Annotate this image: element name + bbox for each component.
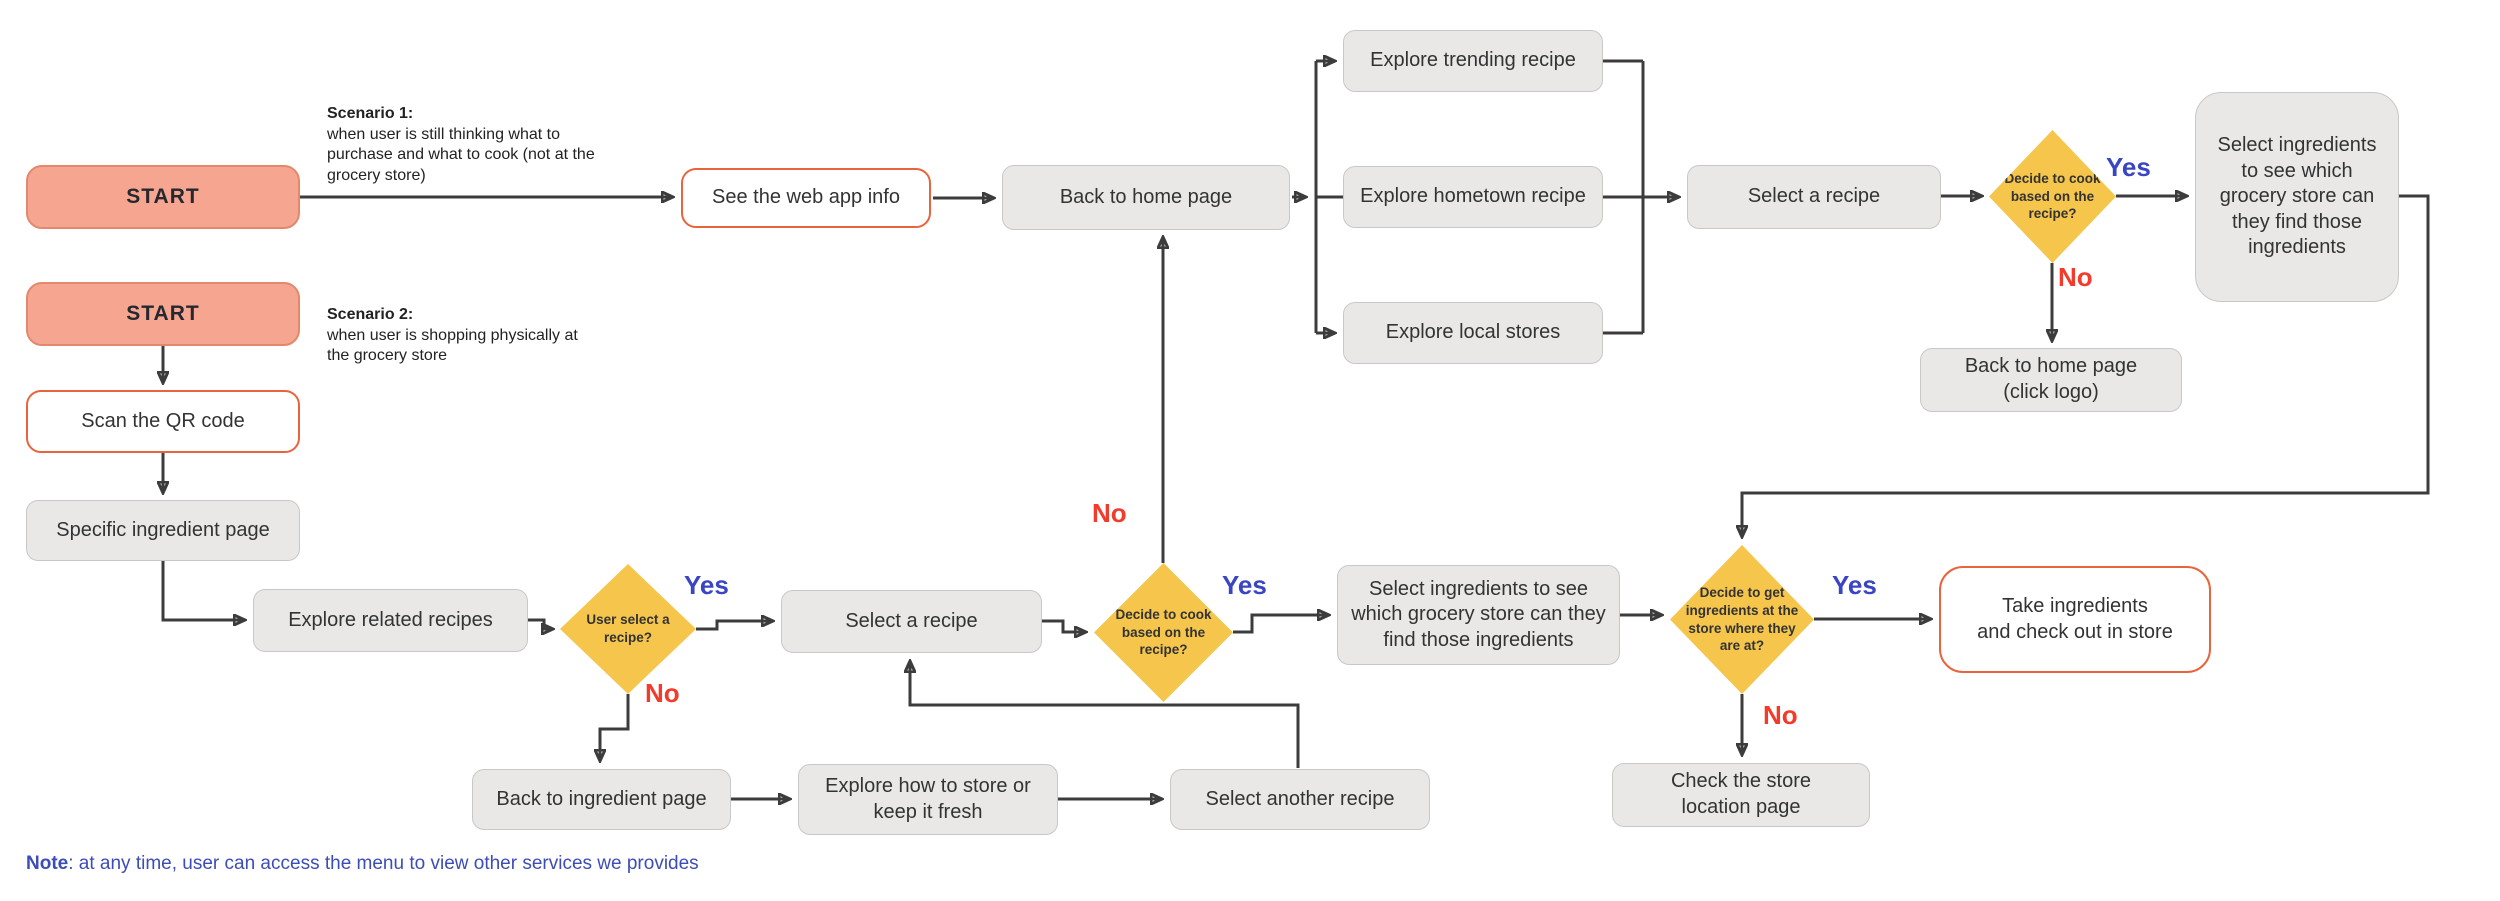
note-body: : at any time, user can access the menu … [68,853,699,874]
node-back-to-ingredient-page[interactable]: Back to ingredient page [472,769,731,830]
node-explore-local-stores[interactable]: Explore local stores [1343,302,1603,364]
label-yes-2: Yes [684,570,729,600]
node-select-a-recipe-1[interactable]: Select a recipe [1687,165,1941,229]
connector-userselect-yes-selectrecipe2 [696,621,772,631]
note-text: Note: at any time, user can access the m… [26,853,699,875]
label-no-2: No [645,678,680,708]
scenario-1-body: when user is still thinking what to purc… [327,125,595,184]
label-yes-1: Yes [2106,152,2151,182]
connector-related-userselect [528,618,552,629]
node-select-ingredients-1[interactable]: Select ingredients to see which grocery … [2195,92,2399,302]
label-no-4: No [1763,700,1798,730]
label-yes-3: Yes [1222,570,1267,600]
node-back-to-home-page-click-logo[interactable]: Back to home page (click logo) [1920,348,2182,412]
node-take-ingredients-checkout[interactable]: Take ingredients and check out in store [1939,566,2211,673]
connector-decidecook2-yes-ingredients2 [1233,615,1328,634]
node-start-2[interactable]: START [26,282,300,346]
node-explore-how-to-store[interactable]: Explore how to store or keep it fresh [798,764,1058,835]
note-prefix: Note [26,853,69,874]
label-no-1: No [2058,262,2093,292]
node-check-store-location-page[interactable]: Check the store location page [1612,763,1870,827]
scenario-1-title: Scenario 1: [327,105,414,123]
node-scan-qr-code[interactable]: Scan the QR code [26,390,300,453]
node-select-another-recipe[interactable]: Select another recipe [1170,769,1430,830]
connector-ingredients1-decideget [1742,194,2430,536]
label-no-3: No [1092,498,1127,528]
node-select-ingredients-2[interactable]: Select ingredients to see which grocery … [1337,565,1620,665]
label-yes-4: Yes [1832,570,1877,600]
scenario-2-title: Scenario 2: [327,306,414,324]
annotation-scenario-1: Scenario 1: when user is still thinking w… [327,84,627,186]
node-see-web-app-info[interactable]: See the web app info [681,168,931,228]
node-explore-hometown-recipe[interactable]: Explore hometown recipe [1343,166,1603,228]
node-select-a-recipe-2[interactable]: Select a recipe [781,590,1042,653]
connector-ingredientpage-related [161,561,244,620]
node-specific-ingredient-page[interactable]: Specific ingredient page [26,500,300,561]
annotation-scenario-2: Scenario 2: when user is shopping physica… [327,285,627,367]
node-start-1[interactable]: START [26,165,300,229]
connectors [161,61,2430,799]
scenario-2-body: when user is shopping physically at the … [327,326,578,365]
node-back-to-home-page[interactable]: Back to home page [1002,165,1290,230]
connector-selectrecipe2-decidecook2 [1042,619,1085,632]
node-explore-trending-recipe[interactable]: Explore trending recipe [1343,30,1603,92]
connector-another-selectrecipe2-loop [910,662,1300,768]
node-explore-related-recipes[interactable]: Explore related recipes [253,589,528,652]
connector-userselect-no-backingredient [600,694,630,760]
